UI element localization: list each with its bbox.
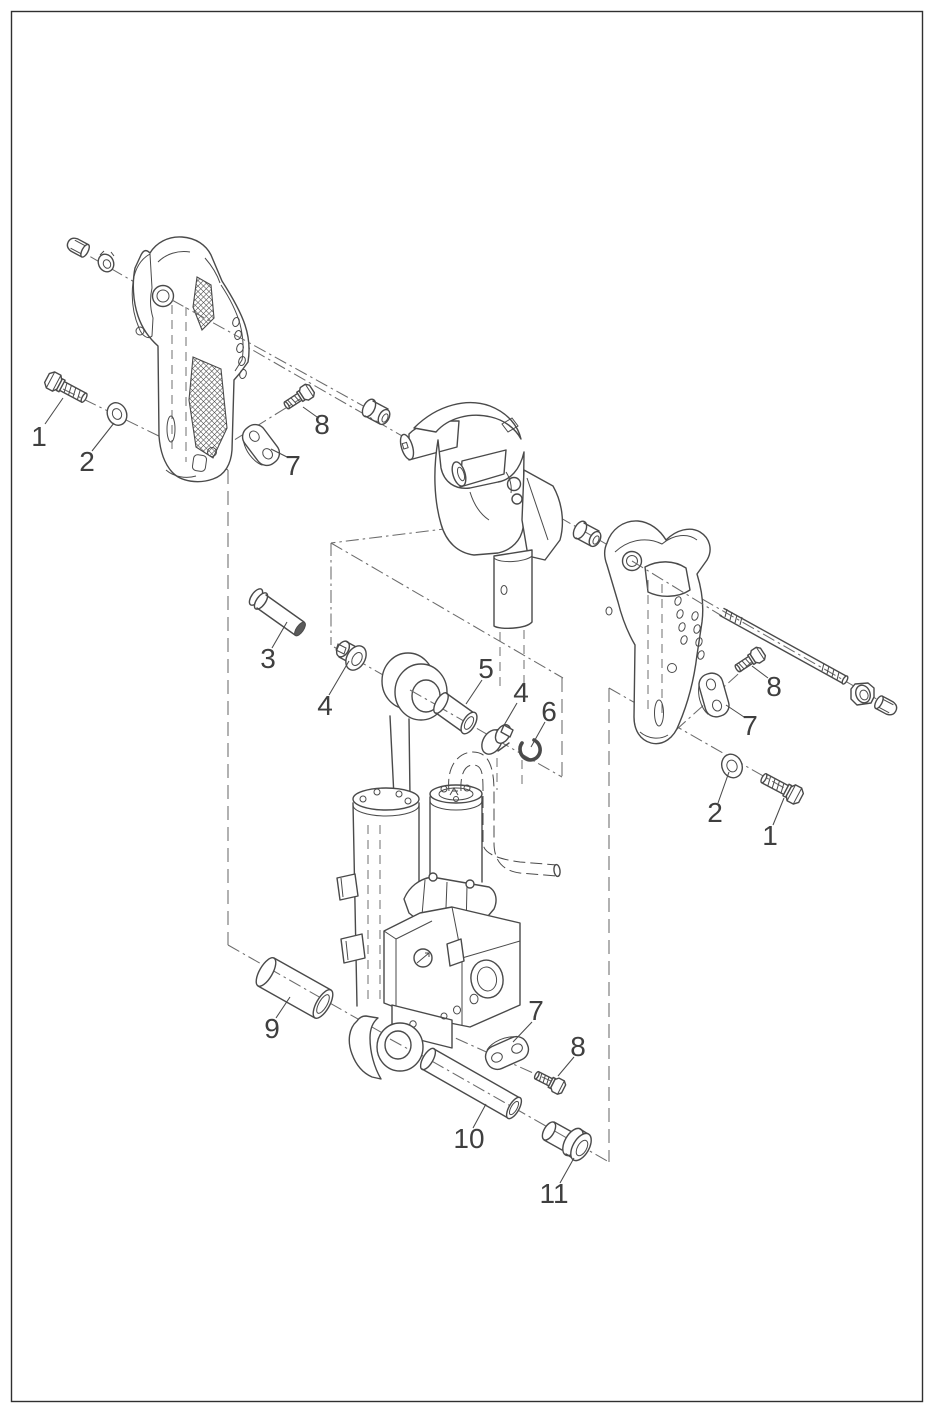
screw-8-left [283,383,316,410]
mount-plate-7-right [698,672,730,718]
screw-8-bottom [533,1070,567,1095]
bushing-11 [541,1121,592,1162]
callout-2-right: 2 [707,797,723,828]
callout-11: 11 [539,1178,568,1209]
washer-2-left [106,402,128,426]
clamp-bracket-right [604,520,723,745]
callout-10: 10 [453,1123,484,1154]
callout-5: 5 [478,653,494,684]
clamp-bracket-left [131,236,377,483]
circlip-6 [518,738,542,762]
pivot-pin-3 [248,588,306,637]
callout-1-left: 1 [31,421,47,452]
cylinder-rod-eye [381,652,448,798]
bushing-4-left [335,640,367,671]
spacer-sleeve-5 [433,692,478,735]
pivot-pin-10 [419,1047,523,1120]
page-border [10,10,924,1403]
callout-7-right: 7 [742,710,758,741]
flange-nut-top-left [97,250,115,273]
spacer-tube-9 [255,957,334,1019]
leader-lines [44,397,785,1184]
callout-8-bottom: 8 [570,1031,586,1062]
callout-3: 3 [260,643,276,674]
callout-7-left: 7 [285,450,301,481]
callout-labels: 1 2 7 8 3 4 5 4 6 8 7 2 1 9 7 8 10 11 [31,409,782,1209]
hex-nut-right [850,682,875,706]
bolt-1-left [43,371,88,403]
callout-6: 6 [541,696,557,727]
bushing-4-right [481,724,514,755]
trim-tilt-unit [336,751,561,1080]
through-bolt-right [719,607,849,685]
cap-nut-right [874,695,898,716]
callout-4-right: 4 [513,677,529,708]
bolt-1-right [760,773,805,805]
callout-8-left: 8 [314,409,330,440]
cap-nut-top-left [66,237,90,258]
mount-plate-7-left [241,423,281,467]
callout-4-left: 4 [317,690,333,721]
callout-9: 9 [264,1013,280,1044]
tilt-bushing-left [361,398,391,426]
tilt-bushing-right [572,520,602,548]
callout-2-left: 2 [79,446,95,477]
screw-8-right [734,646,767,673]
washer-2-right [720,753,744,779]
callout-8-right: 8 [766,671,782,702]
callout-1-right: 1 [762,820,778,851]
callout-7-bottom: 7 [528,995,544,1026]
mount-plate-7-bottom [484,1035,530,1071]
swivel-bracket [399,401,564,630]
